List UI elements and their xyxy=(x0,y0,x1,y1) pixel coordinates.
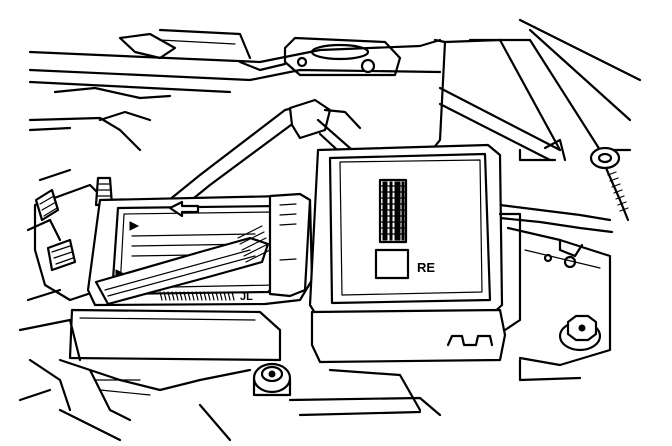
upper-body-panel xyxy=(28,28,442,100)
lower-frame xyxy=(58,396,442,442)
ground-bolt-spring xyxy=(543,146,630,269)
right-module-label: RE xyxy=(417,260,435,275)
left-control-module xyxy=(58,192,314,422)
module-bolt-left xyxy=(252,362,292,397)
right-upper-structure xyxy=(430,18,642,162)
left-module-label: JL xyxy=(240,291,253,303)
module-bolt-right xyxy=(558,314,602,352)
right-mount-bracket xyxy=(506,226,612,382)
mounting-bracket xyxy=(283,36,402,77)
right-control-module xyxy=(308,143,522,412)
